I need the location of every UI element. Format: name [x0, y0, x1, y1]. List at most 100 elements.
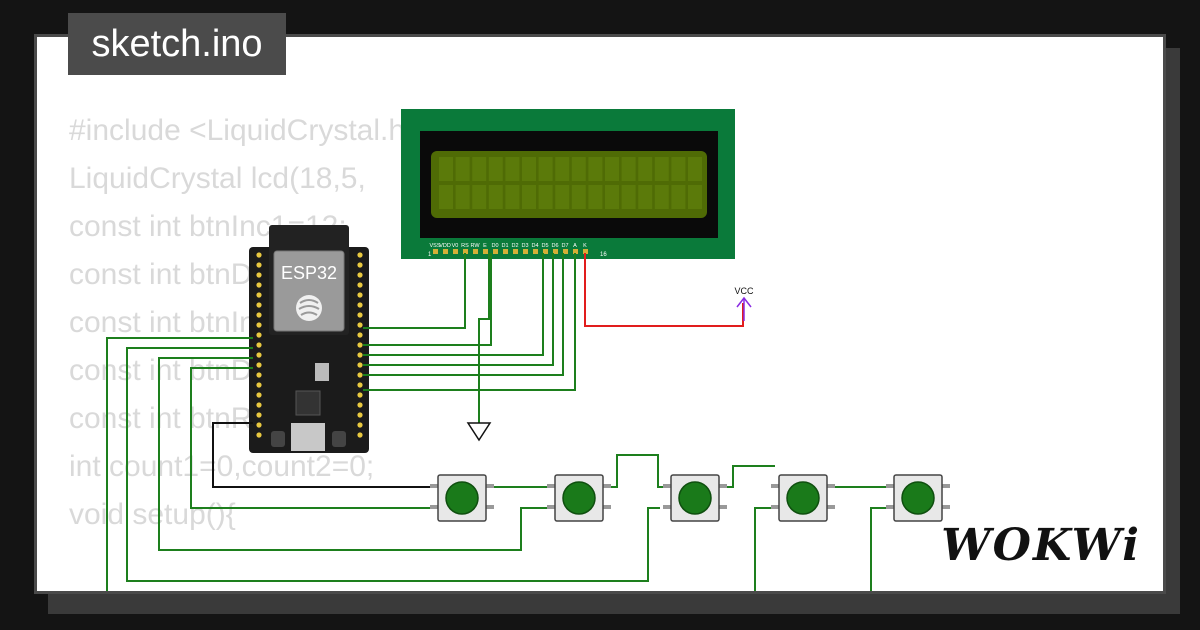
button-cap[interactable]	[678, 481, 712, 515]
esp32-pin[interactable]	[357, 342, 363, 348]
esp32-board[interactable]: ESP32	[249, 225, 369, 453]
lcd-cell	[654, 157, 669, 181]
lcd-pin[interactable]	[473, 249, 478, 254]
esp32-pin[interactable]	[256, 412, 262, 418]
lcd-cell	[488, 157, 503, 181]
esp32-pin[interactable]	[357, 362, 363, 368]
esp32-pin[interactable]	[357, 252, 363, 258]
esp32-pin-headers	[256, 252, 363, 438]
lcd-cell	[638, 185, 653, 209]
button-cap[interactable]	[786, 481, 820, 515]
file-name-tab[interactable]: sketch.ino	[68, 13, 286, 75]
pushbutton[interactable]	[886, 474, 950, 522]
lcd-cell	[605, 157, 619, 181]
pushbutton[interactable]	[430, 474, 494, 522]
button-cap[interactable]	[901, 481, 935, 515]
wire-gnd-3-4	[723, 465, 775, 488]
esp32-label: ESP32	[281, 263, 337, 283]
espressif-logo-icon	[296, 295, 322, 321]
lcd-pin[interactable]	[523, 249, 528, 254]
esp32-chip	[295, 390, 321, 416]
esp32-pin[interactable]	[357, 422, 363, 428]
lcd-cell	[555, 157, 570, 181]
esp32-pin[interactable]	[357, 402, 363, 408]
esp32-pin[interactable]	[256, 392, 262, 398]
esp32-pin[interactable]	[256, 302, 262, 308]
lcd-cell	[688, 157, 702, 181]
pushbutton-group[interactable]	[430, 474, 950, 522]
esp32-pin[interactable]	[256, 372, 262, 378]
wire-d4	[363, 253, 544, 356]
esp32-pin[interactable]	[357, 282, 363, 288]
esp32-pin[interactable]	[357, 312, 363, 318]
lcd-cell	[505, 185, 520, 209]
lcd-pin[interactable]	[483, 249, 488, 254]
lcd-cell	[439, 185, 453, 209]
esp32-pin[interactable]	[256, 272, 262, 278]
esp32-pin[interactable]	[256, 262, 262, 268]
vcc-label: VCC	[734, 286, 754, 296]
esp32-pin[interactable]	[357, 352, 363, 358]
esp32-pin[interactable]	[256, 332, 262, 338]
esp32-pin[interactable]	[357, 372, 363, 378]
lcd-pin[interactable]	[573, 249, 578, 254]
wire-btn2	[158, 357, 548, 551]
esp32-pin[interactable]	[256, 432, 262, 438]
esp32-regulator	[315, 363, 329, 381]
lcd-pin[interactable]	[453, 249, 458, 254]
lcd-pin[interactable]	[503, 249, 508, 254]
button-cap[interactable]	[445, 481, 479, 515]
esp32-pin[interactable]	[256, 292, 262, 298]
esp32-pin[interactable]	[256, 422, 262, 428]
esp32-pin[interactable]	[256, 402, 262, 408]
lcd-pin-label: D7	[561, 243, 568, 249]
project-card[interactable]: #include <LiquidCrystal.h>LiquidCrystal …	[34, 34, 1166, 594]
pushbutton[interactable]	[547, 474, 611, 522]
pushbutton[interactable]	[663, 474, 727, 522]
lcd-pin[interactable]	[583, 249, 588, 254]
esp32-pin[interactable]	[357, 272, 363, 278]
esp32-pin[interactable]	[256, 312, 262, 318]
esp32-pin[interactable]	[256, 352, 262, 358]
esp32-pin[interactable]	[256, 342, 262, 348]
wire-btn4	[754, 507, 775, 591]
esp32-pin[interactable]	[256, 362, 262, 368]
lcd-pin[interactable]	[433, 249, 438, 254]
esp32-pin[interactable]	[357, 392, 363, 398]
esp32-pin[interactable]	[256, 252, 262, 258]
lcd-cell	[671, 157, 686, 181]
en-button[interactable]	[271, 431, 285, 447]
esp32-pin[interactable]	[357, 262, 363, 268]
lcd-pin[interactable]	[493, 249, 498, 254]
pushbutton[interactable]	[771, 474, 835, 522]
lcd-pin[interactable]	[513, 249, 518, 254]
esp32-pin[interactable]	[357, 412, 363, 418]
lcd-pin-label: RW	[470, 243, 480, 249]
lcd-pin[interactable]	[443, 249, 448, 254]
esp32-pin[interactable]	[357, 322, 363, 328]
lcd-pin[interactable]	[463, 249, 468, 254]
esp32-pin[interactable]	[357, 292, 363, 298]
wire-d5	[363, 253, 554, 366]
esp32-pin[interactable]	[357, 332, 363, 338]
lcd-pin[interactable]	[533, 249, 538, 254]
boot-button[interactable]	[332, 431, 346, 447]
esp32-pin[interactable]	[357, 382, 363, 388]
lcd-pin[interactable]	[563, 249, 568, 254]
button-cap[interactable]	[562, 481, 596, 515]
usb-port-icon	[291, 423, 325, 451]
esp32-pin[interactable]	[256, 282, 262, 288]
wire-backlight-vcc	[584, 253, 744, 327]
code-line: LiquidCrystal lcd(18,5,	[69, 162, 366, 195]
lcd-pin-label: VDD	[439, 243, 451, 249]
lcd-pin[interactable]	[553, 249, 558, 254]
lcd-pin[interactable]	[543, 249, 548, 254]
wire-btn3	[126, 347, 660, 582]
wire-btn1	[190, 367, 430, 509]
lcd-cell	[472, 157, 487, 181]
esp32-pin[interactable]	[357, 432, 363, 438]
esp32-pin[interactable]	[357, 302, 363, 308]
esp32-pin[interactable]	[256, 382, 262, 388]
esp32-pin[interactable]	[256, 322, 262, 328]
